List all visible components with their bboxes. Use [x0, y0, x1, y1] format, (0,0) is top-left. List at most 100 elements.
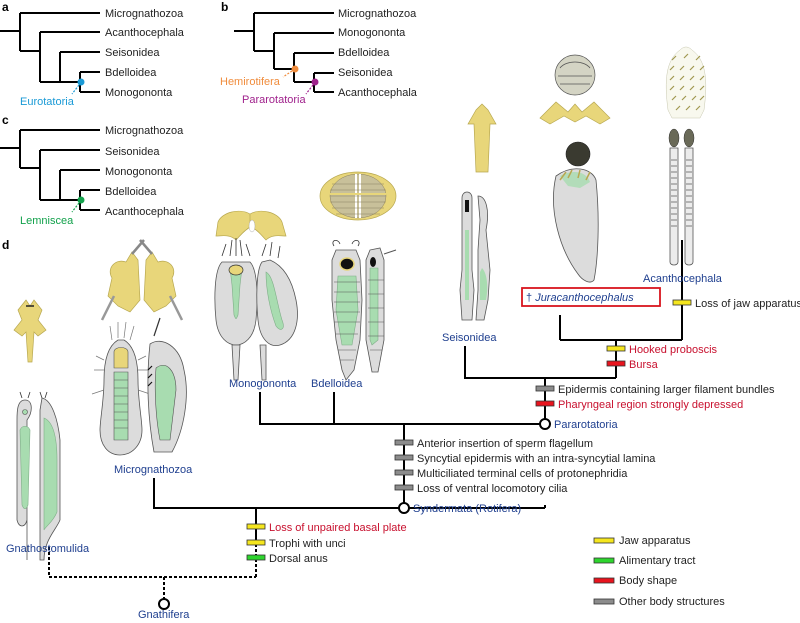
hemirotifera-node — [291, 65, 299, 73]
panel-c-taxon-2: Seisonidea — [105, 146, 160, 158]
bar-loss-of-jaw-apparatus — [672, 299, 692, 306]
panel-a-tree — [0, 12, 100, 95]
panel-c-taxon-5: Acanthocephala — [105, 206, 185, 218]
panel-b-taxon-2: Monogononta — [338, 27, 406, 39]
gnathostomulida-body-illustration — [16, 391, 61, 561]
panel-b: b Micrognathozoa Monogononta Bdelloidea … — [220, 0, 418, 106]
bar-trophi-with-unci — [246, 539, 266, 546]
lemniscea-label: Lemniscea — [20, 215, 74, 227]
acanthocephala-proboscis-illustration — [665, 46, 707, 119]
legend-item-other: Other body structures — [593, 596, 725, 608]
eurotatoria-pointer — [71, 84, 80, 95]
lemniscea-pointer — [71, 202, 80, 213]
panel-b-taxon-5: Acanthocephala — [338, 87, 418, 99]
legend-swatch-alimentary — [593, 557, 615, 564]
juracanthocephalus-name: Juracanthocephalus — [534, 292, 634, 304]
panel-a-taxon-4: Bdelloidea — [105, 67, 157, 79]
lemniscea-node — [77, 196, 85, 204]
char-hooked-proboscis: Hooked proboscis — [629, 344, 718, 356]
bar-epidermis-filament — [535, 385, 555, 392]
taxon-monogononta: Monogononta — [229, 378, 297, 390]
taxon-micrognathozoa: Micrognathozoa — [114, 464, 193, 476]
juracanthocephalus-box — [521, 287, 661, 307]
acanthocephala-body-illustration — [668, 128, 695, 266]
panel-c: c Micrognathozoa Seisonidea Monogononta … — [0, 113, 185, 227]
panel-a: a Micrognathozoa Acanthocephala Seisonid… — [0, 0, 185, 108]
taxon-seisonidea: Seisonidea — [442, 332, 497, 344]
bar-multiciliated-cells — [394, 469, 414, 476]
legend-label-alimentary: Alimentary tract — [619, 555, 695, 567]
legend-swatch-jaw — [593, 537, 615, 544]
panel-b-label: b — [221, 0, 228, 14]
panel-a-label: a — [2, 0, 9, 14]
gnathostomulida-trophi-illustration — [13, 299, 47, 363]
panel-b-taxon-3: Bdelloidea — [338, 47, 390, 59]
seisonidea-trophi-illustration — [467, 103, 497, 173]
legend-label-body: Body shape — [619, 575, 677, 587]
char-multiciliated-cells: Multiciliated terminal cells of protonep… — [417, 468, 628, 480]
panel-c-taxon-1: Micrognathozoa — [105, 125, 184, 137]
char-sperm-flagellum: Anterior insertion of sperm flagellum — [417, 438, 593, 450]
panel-c-taxon-3: Monogononta — [105, 166, 173, 178]
legend: Jaw apparatus Alimentary tract Body shap… — [593, 535, 725, 608]
panel-a-taxon-3: Seisonidea — [105, 47, 160, 59]
bar-dorsal-anus — [246, 554, 266, 561]
panel-a-taxon-5: Monogononta — [105, 87, 173, 99]
gnathifera-node — [158, 598, 170, 610]
node-label-gnathifera: Gnathifera — [138, 609, 190, 621]
char-trophi-with-unci: Trophi with unci — [269, 538, 346, 550]
panel-d: d — [2, 46, 800, 621]
char-pharyngeal-region: Pharyngeal region strongly depressed — [558, 399, 743, 411]
syndermata-node — [398, 502, 410, 514]
char-bursa: Bursa — [629, 359, 659, 371]
bar-unpaired-basal-plate — [246, 523, 266, 530]
pararotatoria-node — [539, 418, 551, 430]
legend-label-jaw: Jaw apparatus — [619, 535, 691, 547]
taxon-bdelloidea: Bdelloidea — [311, 378, 363, 390]
legend-item-jaw: Jaw apparatus — [593, 535, 691, 547]
legend-item-alimentary: Alimentary tract — [593, 555, 695, 567]
bdelloidea-trophi-illustration — [319, 171, 397, 221]
panel-a-taxon-1: Micrognathozoa — [105, 8, 184, 20]
legend-label-other: Other body structures — [619, 596, 725, 608]
char-epidermis-filament: Epidermis containing larger filament bun… — [558, 384, 775, 396]
eurotatoria-node — [77, 78, 85, 86]
eurotatoria-label: Eurotatoria — [20, 96, 75, 108]
monogononta-body-illustration — [214, 238, 298, 381]
pararotatoria-node-b — [311, 78, 319, 86]
char-ventral-cilia: Loss of ventral locomotory cilia — [417, 483, 568, 495]
node-label-pararotatoria: Pararotatoria — [554, 419, 618, 431]
legend-swatch-body — [593, 577, 615, 584]
char-dorsal-anus: Dorsal anus — [269, 553, 328, 565]
panel-a-taxon-2: Acanthocephala — [105, 27, 185, 39]
pararotatoria-pointer — [305, 84, 314, 95]
node-label-syndermata: Syndermata (Rotifera) — [413, 503, 521, 515]
bar-pharyngeal-region — [535, 400, 555, 407]
bar-bursa — [606, 360, 626, 367]
micrognathozoa-body-illustration — [91, 317, 187, 456]
panel-b-tree — [234, 12, 334, 95]
panel-b-taxon-1: Micrognathozoa — [338, 8, 417, 20]
panel-c-taxon-4: Bdelloidea — [105, 186, 157, 198]
taxon-gnathostomulida: Gnathostomulida — [6, 543, 90, 555]
pararotatoria-label-b: Pararotatoria — [242, 94, 306, 106]
panel-b-taxon-4: Seisonidea — [338, 67, 393, 79]
legend-item-body: Body shape — [593, 575, 677, 587]
character-bars — [246, 299, 692, 561]
char-syncytial-epidermis: Syncytial epidermis with an intra-syncyt… — [417, 453, 656, 465]
hemirotifera-label: Hemirotifera — [220, 76, 281, 88]
juracanthocephalus-proboscis-illustration — [539, 54, 611, 125]
panel-d-label: d — [2, 238, 9, 252]
bar-ventral-cilia — [394, 484, 414, 491]
char-loss-of-jaw-apparatus: Loss of jaw apparatus — [695, 298, 800, 310]
seisonidea-body-illustration — [459, 191, 491, 321]
extinct-dagger: † — [526, 292, 532, 304]
bar-syncytial-epidermis — [394, 454, 414, 461]
panel-c-tree — [0, 129, 100, 213]
micrognathozoa-trophi-illustration — [100, 239, 184, 321]
panel-c-label: c — [2, 113, 9, 127]
char-unpaired-basal-plate: Loss of unpaired basal plate — [269, 522, 407, 534]
taxon-juracanthocephalus: † Juracanthocephalus — [526, 292, 634, 304]
